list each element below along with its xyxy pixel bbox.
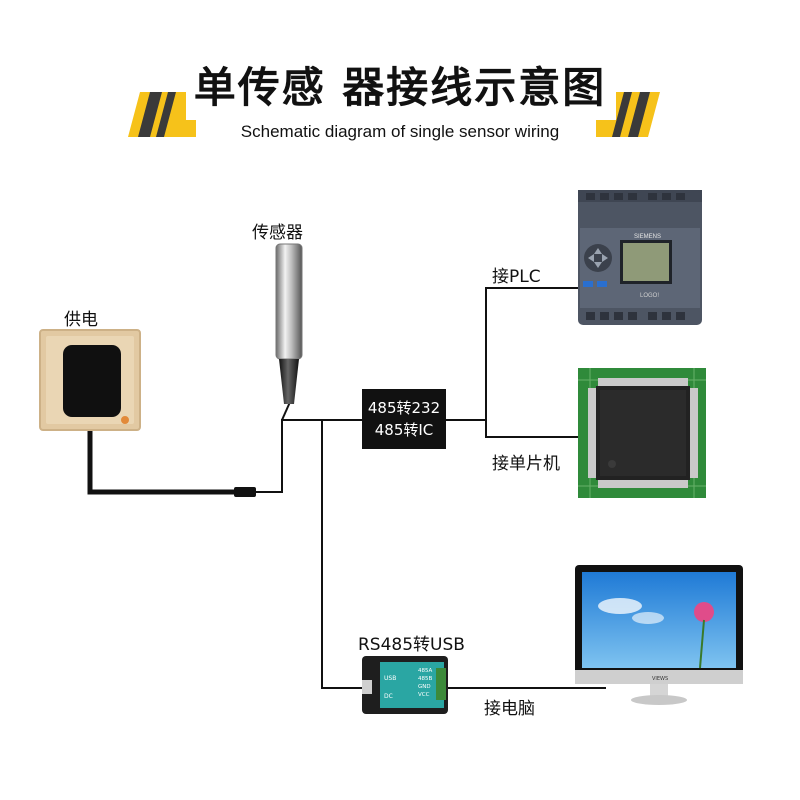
- usb-module-label-485a: 485A: [418, 668, 432, 674]
- label-mcu: 接单片机: [492, 454, 560, 474]
- usb-module-label-usb: USB: [384, 675, 396, 682]
- label-computer: 接电脑: [484, 699, 535, 719]
- label-power: 供电: [64, 310, 98, 330]
- converter-line-1: 485转232: [367, 399, 441, 417]
- label-sensor: 传感器: [252, 223, 303, 243]
- converter-box: 485转232 485转IC: [362, 389, 446, 449]
- flower-icon: [694, 602, 714, 622]
- usb-module-label-dc: DC: [384, 693, 393, 700]
- power-socket: [39, 329, 141, 431]
- rs485-usb-module: USB DC 485A 485B GND VCC: [362, 656, 448, 714]
- plc-wire: [485, 287, 578, 420]
- sensor-probe: [275, 243, 303, 404]
- mcu-wire: [485, 420, 578, 438]
- socket-indicator-icon: [121, 416, 129, 424]
- plc-brand-text: SIEMENS: [634, 234, 661, 240]
- wires: [87, 287, 606, 689]
- signal-wire-main: [256, 419, 322, 493]
- plc-device: SIEMENS LOGO!: [578, 190, 702, 325]
- monitor-brand-text: VIEWS: [652, 676, 668, 682]
- label-plc: 接PLC: [492, 267, 541, 287]
- label-rs485-usb: RS485转USB: [358, 635, 465, 655]
- page-subtitle: Schematic diagram of single sensor wirin…: [240, 122, 560, 141]
- page-title: 单传感 器接线示意图: [193, 63, 607, 112]
- converter-line-2: 485转IC: [374, 421, 434, 439]
- usb-wire: [321, 420, 362, 689]
- sensor-lead: [281, 401, 291, 421]
- mcu-board: [578, 368, 706, 498]
- plc-model-text: LOGO!: [640, 293, 659, 299]
- title-banner: [128, 64, 660, 142]
- usb-module-label-485b: 485B: [418, 676, 432, 682]
- cable-connector: [234, 487, 256, 497]
- usb-module-label-vcc: VCC: [418, 692, 430, 698]
- usb-module-label-gnd: GND: [418, 684, 431, 690]
- computer-monitor: VIEWS: [575, 565, 743, 705]
- power-cable: [87, 420, 236, 495]
